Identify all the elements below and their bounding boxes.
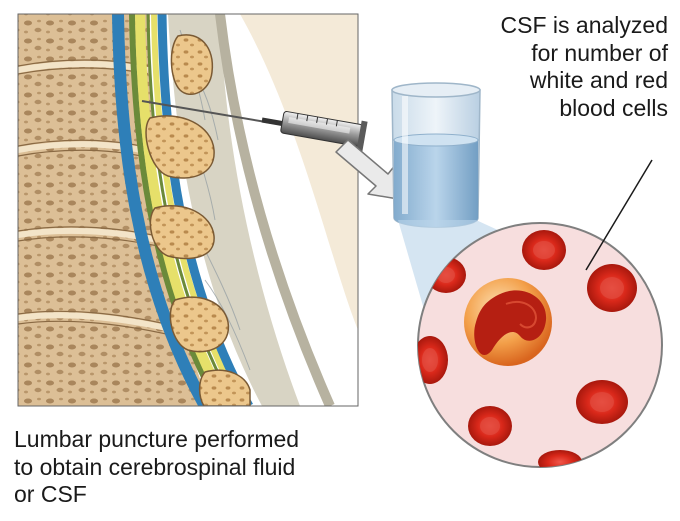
syringe-icon [141, 100, 368, 152]
caption-line: to obtain cerebrospinal fluid [14, 453, 296, 480]
lumbar-puncture-caption: Lumbar puncture performed to obtain cere… [14, 426, 299, 509]
arrow-icon [335, 139, 405, 201]
label-pointer-line [585, 159, 653, 271]
white-blood-cell [464, 278, 552, 366]
caption-line: Lumbar puncture performed [14, 426, 300, 452]
caption-line: for number of [531, 39, 668, 66]
caption-line: or CSF [14, 481, 87, 508]
test-tube-icon [391, 82, 481, 228]
magnifier-icon [417, 222, 663, 468]
caption-line: blood cells [559, 94, 668, 121]
caption-line: white and red [529, 67, 668, 94]
spine-cross-section [18, 14, 358, 406]
anatomy-panel-border [17, 13, 359, 407]
caption-line: CSF is analyzed [500, 12, 668, 38]
csf-analysis-caption: CSF is analyzed for number of white and … [501, 12, 668, 122]
